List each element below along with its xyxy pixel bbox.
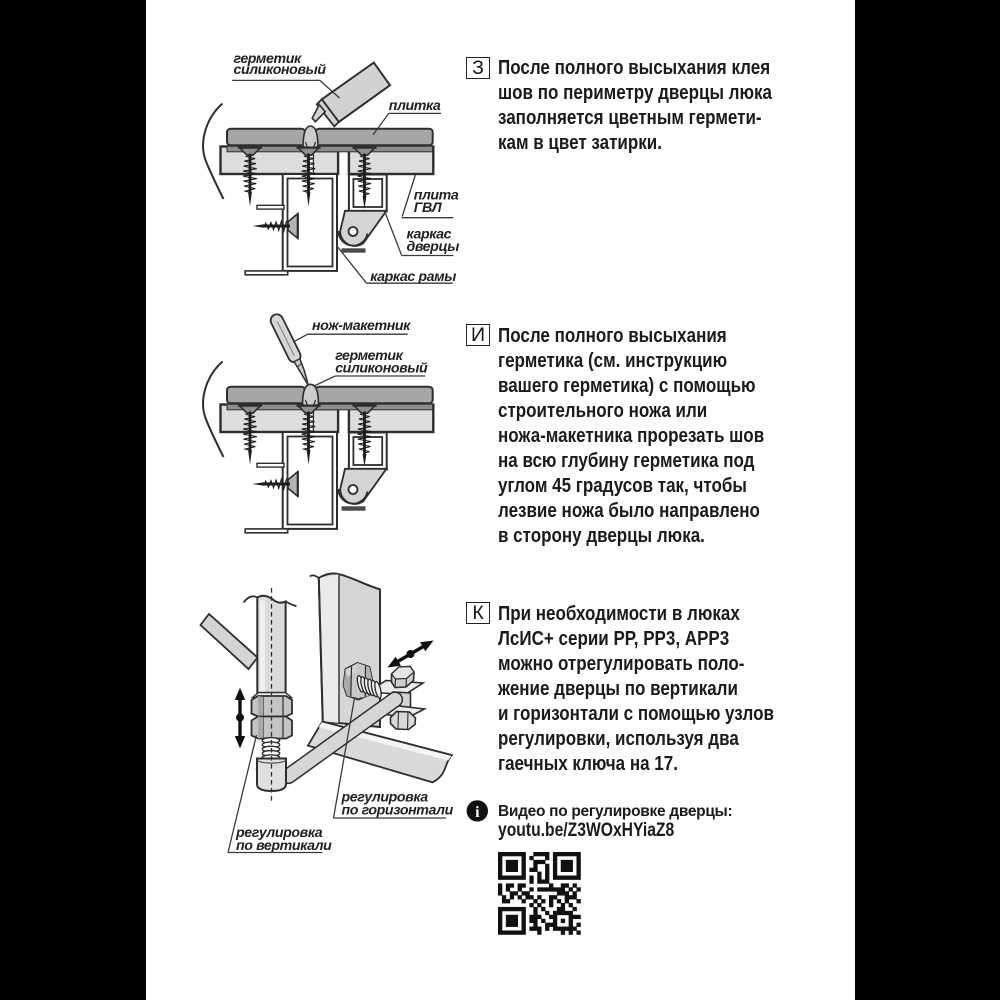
svg-text:регулировка: регулировка	[235, 825, 323, 841]
svg-text:каркас рамы: каркас рамы	[370, 269, 456, 285]
svg-text:ГВЛ: ГВЛ	[414, 200, 442, 216]
svg-text:герметик: герметик	[234, 51, 302, 67]
svg-text:силиконовый: силиконовый	[234, 62, 327, 78]
svg-text:плита: плита	[414, 188, 459, 204]
svg-text:каркас: каркас	[407, 227, 452, 243]
svg-text:силиконовый: силиконовый	[335, 361, 428, 377]
svg-text:по горизонтали: по горизонтали	[342, 803, 454, 819]
svg-text:i: i	[475, 804, 480, 821]
svg-text:нож-макетник: нож-макетник	[312, 318, 411, 334]
svg-text:плитка: плитка	[389, 98, 441, 114]
svg-text:по вертикали: по вертикали	[236, 838, 332, 854]
svg-text:дверцы: дверцы	[407, 239, 460, 255]
svg-text:герметик: герметик	[335, 348, 403, 364]
svg-text:регулировка: регулировка	[341, 790, 429, 806]
